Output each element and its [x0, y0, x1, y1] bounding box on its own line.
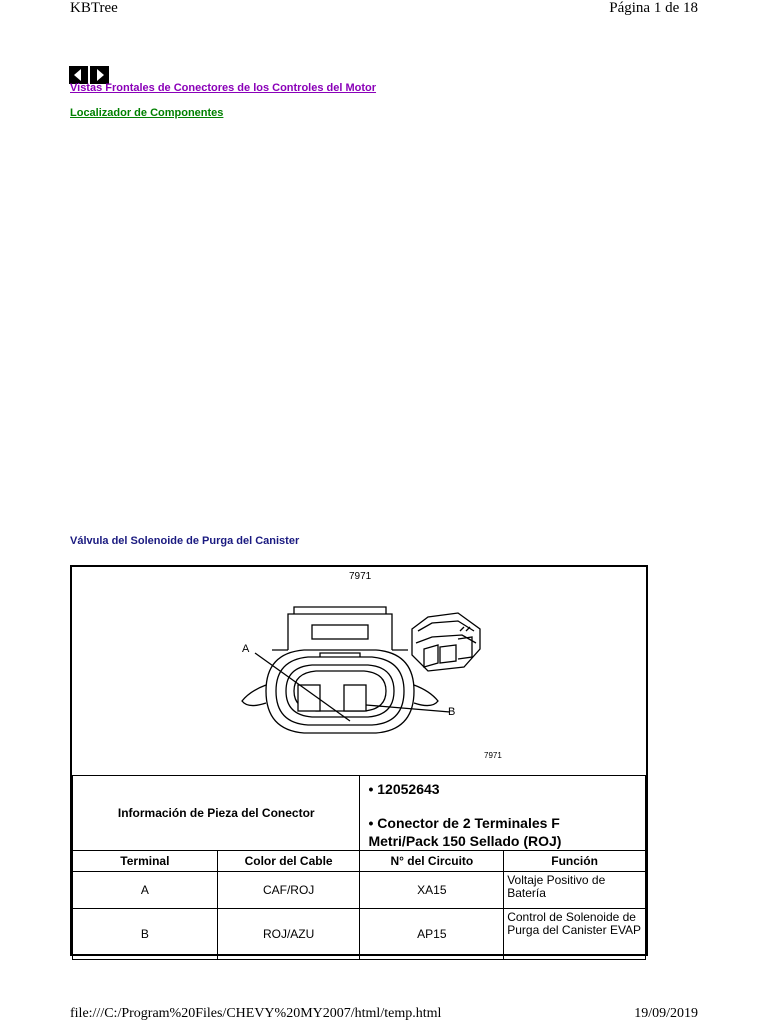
cell-circuito: XA15 [359, 871, 505, 909]
next-button[interactable] [90, 66, 109, 84]
link-localizador-componentes[interactable]: Localizador de Componentes [70, 107, 224, 119]
header-funcion: Función [503, 850, 646, 872]
table-row: A CAF/ROJ XA15 Voltaje Positivo de Bater… [72, 871, 646, 909]
nav-arrows [69, 66, 109, 84]
table-row: B ROJ/AZU AP15 Control de Solenoide de P… [72, 908, 646, 960]
header-circuito: N° del Circuito [359, 850, 505, 872]
header-page-number: Página 1 de 18 [609, 0, 698, 16]
diagram-id-small: 7971 [484, 751, 502, 760]
cell-terminal: B [72, 908, 218, 960]
cell-funcion: Voltaje Positivo de Batería [503, 871, 646, 909]
cell-circuito: AP15 [359, 908, 505, 960]
cell-terminal: A [72, 871, 218, 909]
part-description-line1: • Conector de 2 Terminales F [368, 815, 560, 831]
part-info-label: Información de Pieza del Conector [71, 775, 361, 851]
connector-drawing [241, 606, 481, 734]
connector-frame: 7971 [70, 565, 648, 960]
arrow-left-icon [74, 69, 81, 81]
label-b: B [448, 706, 456, 718]
part-description-line2: Metri/Pack 150 Sellado (ROJ) [368, 833, 562, 849]
connector-diagram: 7971 [72, 567, 646, 776]
arrow-right-icon [97, 69, 104, 81]
label-a: A [242, 643, 250, 655]
header-color-cable: Color del Cable [216, 850, 361, 872]
cell-color: CAF/ROJ [216, 871, 361, 909]
section-title: Válvula del Solenoide de Purga del Canis… [70, 535, 300, 547]
diagram-id-top: 7971 [349, 571, 372, 582]
part-info-details: • 12052643 • Conector de 2 Terminales F … [359, 775, 646, 851]
cell-color: ROJ/AZU [216, 908, 361, 960]
part-number: • 12052643 [368, 781, 440, 797]
link-vistas-frontales[interactable]: Vistas Frontales de Conectores de los Co… [70, 82, 377, 94]
footer-file-path: file:///C:/Program%20Files/CHEVY%20MY200… [70, 1006, 442, 1021]
connector-info-table: Información de Pieza del Conector • 1205… [71, 775, 646, 960]
prev-button[interactable] [69, 66, 88, 84]
header-app-title: KBTree [70, 0, 118, 16]
cell-funcion: Control de Solenoide de Purga del Canist… [503, 908, 646, 960]
footer-date: 19/09/2019 [634, 1006, 698, 1021]
header-terminal: Terminal [72, 850, 218, 872]
